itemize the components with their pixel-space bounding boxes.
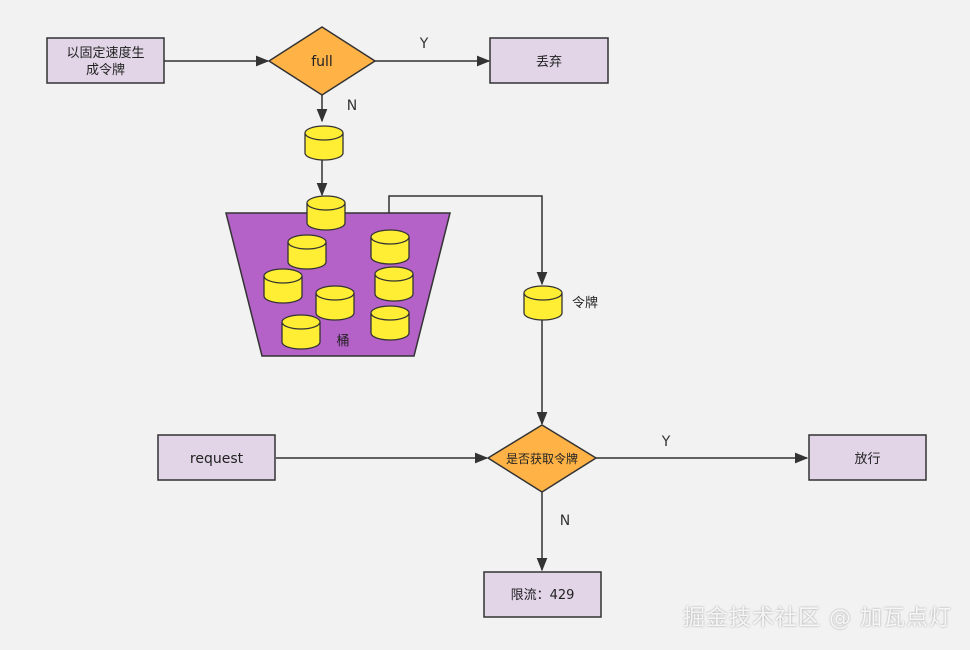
bucket-token-icon <box>370 305 410 341</box>
edge-label-token-no: N <box>560 513 570 529</box>
generate-tokens-label-1: 以固定速度生 <box>66 45 144 61</box>
discard-label: 丢弃 <box>536 55 562 70</box>
edge-label-token-yes: Y <box>661 434 671 450</box>
edge-label-full-yes: Y <box>419 36 429 52</box>
watermark: 掘金技术社区 @ 加瓦点灯 <box>683 606 952 631</box>
get-token-decision: 是否获取令牌 <box>486 424 598 493</box>
generate-tokens-label-2: 成令牌 <box>86 62 125 78</box>
bucket: 桶 <box>225 195 451 357</box>
bucket-token-icon <box>370 229 410 265</box>
bucket-token-icon <box>263 268 303 304</box>
allow-label: 放行 <box>854 452 880 467</box>
bucket-token-icon <box>281 314 321 350</box>
generate-tokens-box: 以固定速度生 成令牌 <box>46 37 165 84</box>
bucket-token-icon <box>315 285 355 321</box>
discard-box: 丢弃 <box>489 37 609 84</box>
bucket-token-icon <box>287 234 327 270</box>
full-decision: full <box>267 26 377 96</box>
incoming-token-icon <box>304 125 344 161</box>
edge-label-full-no: N <box>347 98 357 114</box>
request-box: request <box>157 434 276 481</box>
allow-box: 放行 <box>808 434 927 481</box>
token-label: 令牌 <box>572 295 598 311</box>
get-token-decision-label: 是否获取令牌 <box>506 451 578 466</box>
rate-limit-label: 限流：429 <box>511 588 575 603</box>
full-decision-label: full <box>311 54 333 70</box>
request-label: request <box>190 451 244 467</box>
rate-limit-box: 限流：429 <box>483 571 602 618</box>
outgoing-token-icon <box>523 285 563 321</box>
bucket-label: 桶 <box>336 334 349 349</box>
bucket-top-token-icon <box>306 195 346 231</box>
bucket-token-icon <box>374 266 414 302</box>
